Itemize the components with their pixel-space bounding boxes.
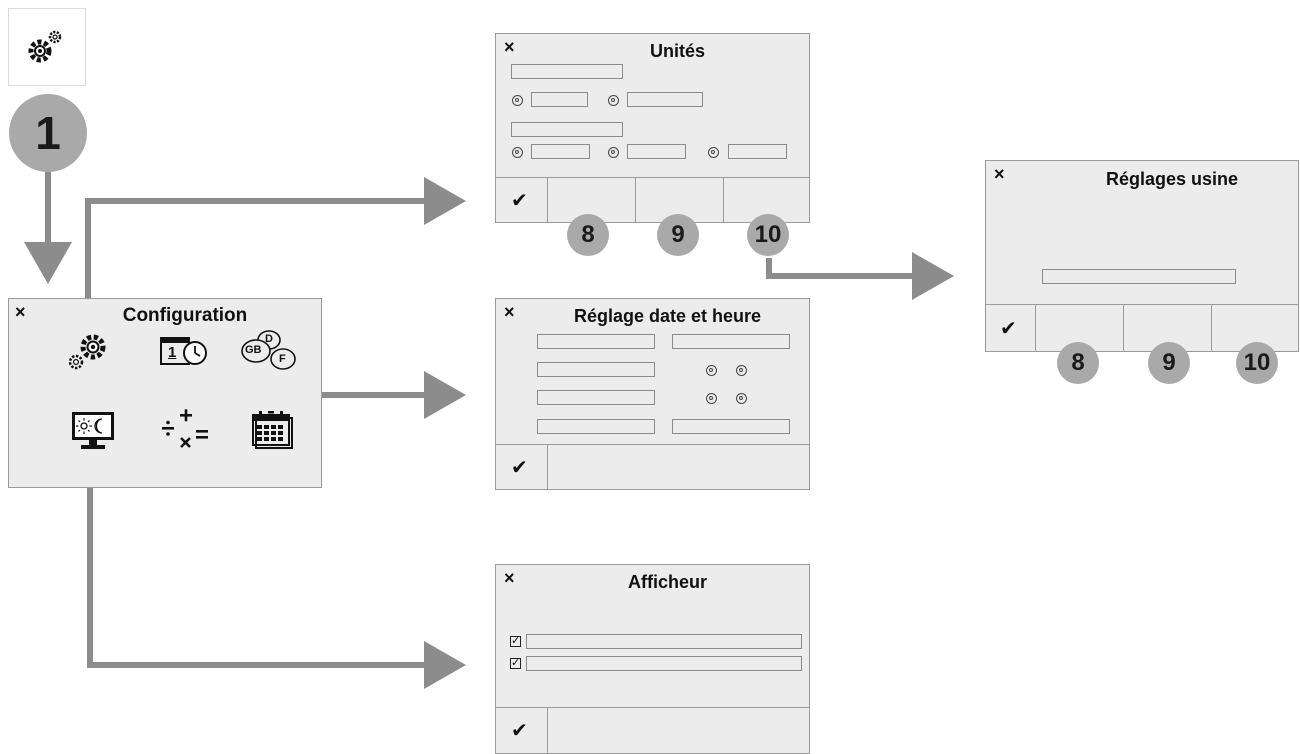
units-option-field: [531, 144, 590, 159]
step-badge-8: 8: [567, 214, 609, 256]
lang-label-d: D: [265, 333, 273, 345]
step-badge-1: 1: [9, 94, 87, 172]
units-option-field: [627, 144, 686, 159]
panel-title: Afficheur: [627, 572, 707, 592]
close-icon[interactable]: ×: [504, 37, 515, 57]
checkbox[interactable]: ✓: [510, 635, 521, 647]
softkey-button-8[interactable]: [548, 178, 636, 222]
panel-title: Réglage date et heure: [573, 306, 762, 326]
date-time-icon[interactable]: 1: [159, 335, 211, 369]
check-icon: ✔: [1000, 318, 1017, 340]
date-field[interactable]: [537, 362, 655, 377]
softkey-button-8[interactable]: [1036, 305, 1124, 351]
step-badge-9: 9: [657, 214, 699, 256]
radio-option[interactable]: [608, 95, 619, 106]
step-badge-10: 10: [747, 214, 789, 256]
date-digit: 1: [168, 344, 177, 361]
close-icon[interactable]: ×: [504, 568, 515, 588]
radio-option[interactable]: [512, 147, 523, 158]
close-icon[interactable]: ×: [15, 302, 26, 322]
gears-icon[interactable]: [65, 329, 113, 371]
softkey-button-9[interactable]: [636, 178, 724, 222]
gears-icon: [28, 30, 62, 63]
configuration-panel: × Configuration 1 GB D F: [8, 298, 322, 488]
check-icon: ✔: [511, 457, 528, 479]
date-field[interactable]: [537, 390, 655, 405]
close-icon[interactable]: ×: [994, 164, 1005, 184]
panel-title: Réglages usine: [1105, 169, 1239, 189]
button-bar: ✔: [496, 444, 809, 489]
panel-title: Unités: [649, 41, 705, 61]
radio-option[interactable]: [708, 147, 719, 158]
confirm-button[interactable]: ✔: [496, 445, 548, 489]
confirm-button[interactable]: ✔: [496, 708, 548, 753]
button-bar: ✔: [986, 304, 1298, 351]
radio-option[interactable]: [512, 95, 523, 106]
units-group-label-2: [511, 122, 623, 137]
step-badge-10: 10: [1236, 342, 1278, 384]
confirm-button[interactable]: ✔: [986, 305, 1036, 351]
radio-option[interactable]: [736, 393, 747, 404]
units-option-field: [531, 92, 588, 107]
step-badge-9: 9: [1148, 342, 1190, 384]
lang-label-gb: GB: [245, 344, 262, 356]
factory-settings-panel: × Réglages usine ✔: [985, 160, 1299, 352]
factory-reset-field: [1042, 269, 1236, 284]
step-badge-8: 8: [1057, 342, 1099, 384]
units-panel: × Unités ✔: [495, 33, 810, 223]
close-icon[interactable]: ×: [504, 302, 515, 322]
radio-option[interactable]: [608, 147, 619, 158]
units-option-field: [728, 144, 787, 159]
radio-option[interactable]: [706, 365, 717, 376]
date-field[interactable]: [537, 334, 655, 349]
display-panel: × Afficheur ✓ ✓ ✔: [495, 564, 810, 754]
settings-launcher[interactable]: [8, 8, 86, 86]
panel-title: Configuration: [122, 305, 248, 326]
arrow-config-to-display: [87, 470, 466, 689]
arrow-units-to-factory: [766, 252, 954, 300]
check-icon: ✔: [511, 190, 528, 212]
units-calc-icon[interactable]: [159, 407, 209, 451]
checkbox[interactable]: ✓: [510, 657, 521, 669]
check-icon: ✔: [511, 720, 528, 742]
time-field[interactable]: [672, 334, 790, 349]
button-bar: ✔: [496, 707, 809, 753]
radio-option[interactable]: [736, 365, 747, 376]
date-field[interactable]: [537, 419, 655, 434]
confirm-button[interactable]: ✔: [496, 178, 548, 222]
display-icon[interactable]: [69, 409, 119, 453]
time-field[interactable]: [672, 419, 790, 434]
radio-option[interactable]: [706, 393, 717, 404]
units-group-label-1: [511, 64, 623, 79]
softkey-button-9[interactable]: [1124, 305, 1212, 351]
arrow-config-to-units: [85, 177, 466, 322]
calendar-icon[interactable]: [247, 409, 297, 453]
datetime-panel: × Réglage date et heure ✔: [495, 298, 810, 490]
language-icon[interactable]: GB D F: [239, 327, 299, 375]
display-option-field: [526, 656, 802, 671]
button-bar: ✔: [496, 177, 809, 222]
units-option-field: [627, 92, 703, 107]
lang-label-f: F: [279, 353, 286, 365]
display-option-field: [526, 634, 802, 649]
